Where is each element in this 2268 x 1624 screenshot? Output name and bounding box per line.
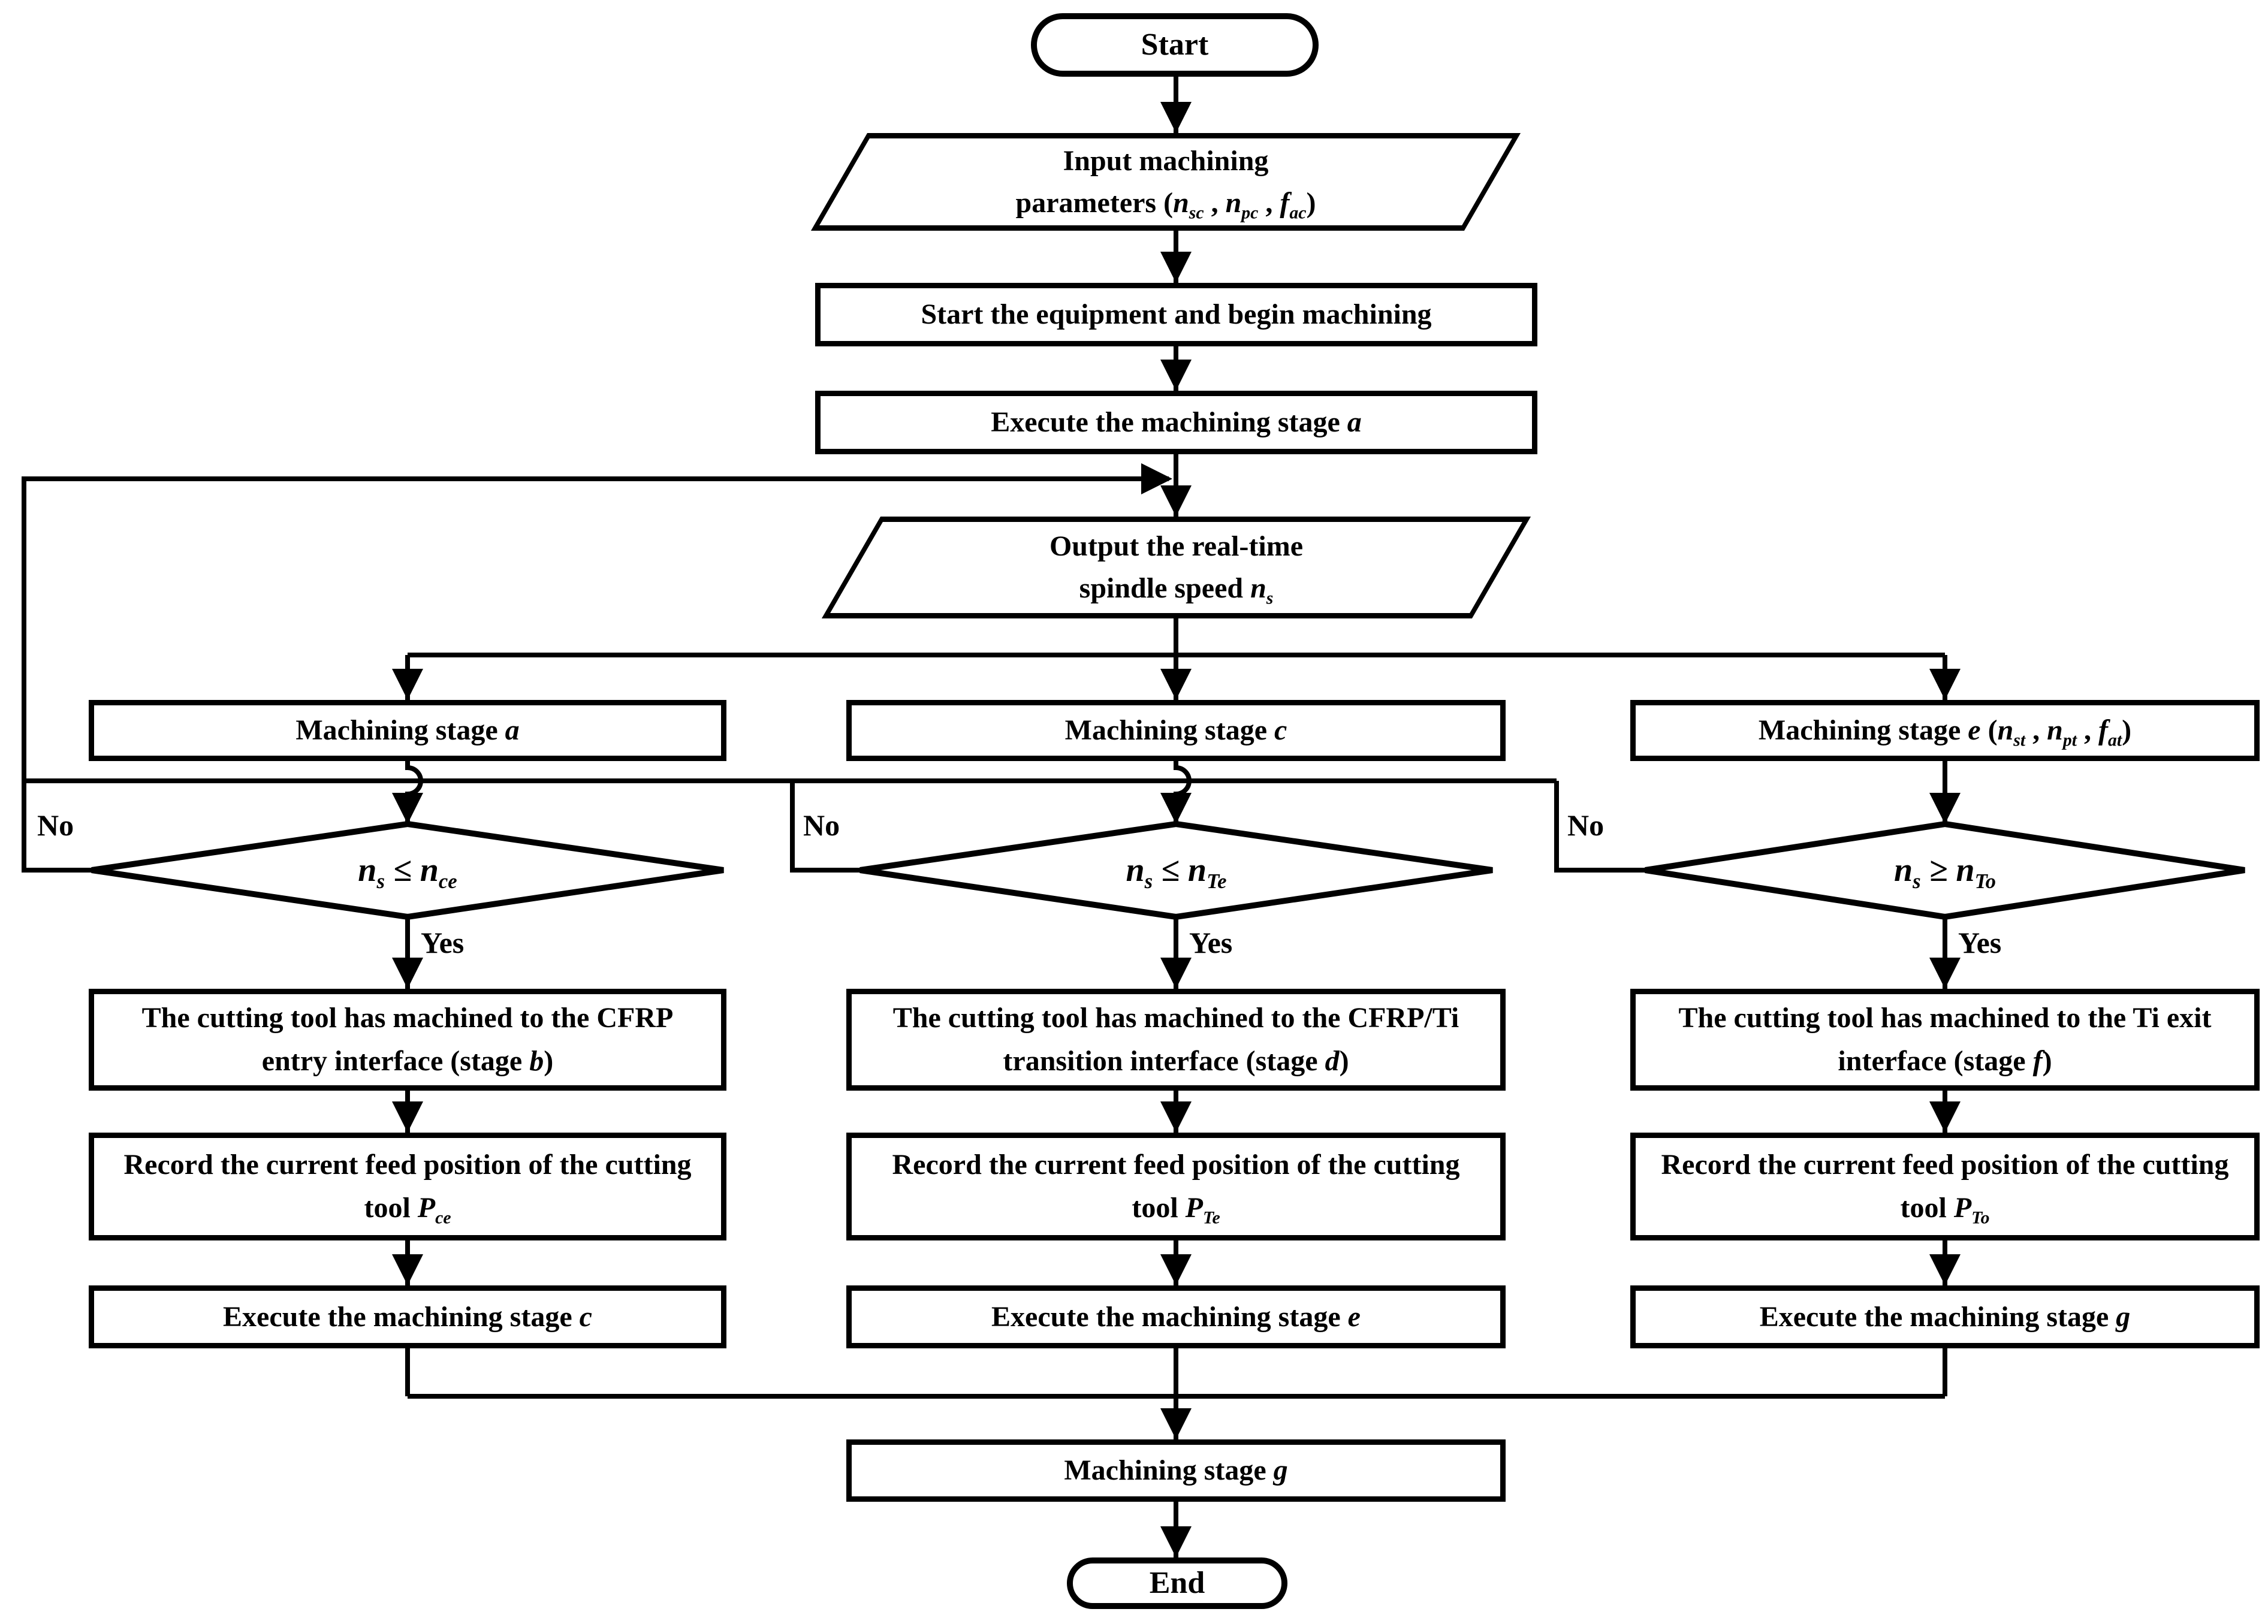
node-execute-stage-a: Execute the machining stage a xyxy=(815,391,1537,454)
decision-ns-nte: ns ≤ nTe xyxy=(860,824,1492,916)
node-cfrp-ti-transition-interface: The cutting tool has machined to the CFR… xyxy=(846,989,1506,1091)
record-pte-label: Record the current feed position of the … xyxy=(892,1149,1460,1228)
node-start: Start xyxy=(1031,13,1319,77)
node-record-pto: Record the current feed position of the … xyxy=(1630,1133,2260,1240)
end-label: End xyxy=(1149,1566,1205,1600)
node-machining-stage-a: Machining stage a xyxy=(89,700,726,761)
execute-stage-a-label: Execute the machining stage a xyxy=(991,406,1362,438)
execute-stage-c-label: Execute the machining stage c xyxy=(223,1300,592,1333)
node-machining-stage-c: Machining stage c xyxy=(846,700,1506,761)
label-no-mid: No xyxy=(803,808,840,842)
output-spindle-text: Output the real-time spindle speed ns xyxy=(851,517,1501,618)
decision-ns-nce: ns ≤ nce xyxy=(92,824,723,916)
arrowheads xyxy=(392,102,1961,1557)
output-line1: Output the real-time xyxy=(1049,530,1304,563)
label-no-right: No xyxy=(1567,808,1605,842)
label-yes-mid: Yes xyxy=(1189,926,1233,959)
execute-stage-e-label: Execute the machining stage e xyxy=(991,1300,1361,1333)
node-output-spindle-speed: Output the real-time spindle speed ns xyxy=(821,517,1531,618)
execute-stage-g-label: Execute the machining stage g xyxy=(1759,1300,2131,1333)
node-record-pte: Record the current feed position of the … xyxy=(846,1133,1506,1240)
cfrp-ti-transition-label: The cutting tool has machined to the CFR… xyxy=(892,1002,1459,1077)
node-ti-exit-interface: The cutting tool has machined to the Ti … xyxy=(1630,989,2260,1091)
node-input-parameters: Input machining parameters (nsc , npc , … xyxy=(810,133,1521,231)
connector-merge-line xyxy=(405,1348,1947,1399)
label-no-left: No xyxy=(37,808,74,842)
input-line1: Input machining xyxy=(1063,144,1269,177)
node-execute-stage-c: Execute the machining stage c xyxy=(89,1285,726,1348)
input-line2: parameters (nsc , npc , fac) xyxy=(1015,186,1316,223)
decision-ns-nto-expr: ns ≥ nTo xyxy=(1894,852,1996,893)
machining-stage-c-label: Machining stage c xyxy=(1064,714,1287,746)
node-execute-stage-e: Execute the machining stage e xyxy=(846,1285,1506,1348)
decision-ns-nto: ns ≥ nTo xyxy=(1645,824,2245,916)
connector-no-feedback-loop xyxy=(22,476,1645,873)
machining-stage-a-label: Machining stage a xyxy=(295,714,520,746)
record-pce-label: Record the current feed position of the … xyxy=(123,1149,692,1228)
decision-ns-nce-expr: ns ≤ nce xyxy=(358,852,457,893)
ti-exit-interface-label: The cutting tool has machined to the Ti … xyxy=(1678,1002,2212,1077)
decision-ns-nte-expr: ns ≤ nTe xyxy=(1126,852,1227,893)
machining-stage-e-label: Machining stage e (nst , npt , fat) xyxy=(1758,714,2132,750)
start-equipment-label: Start the equipment and begin machining xyxy=(921,298,1432,330)
decision-diamond-right xyxy=(1645,820,2245,920)
label-yes-right: Yes xyxy=(1958,926,2002,959)
node-machining-stage-g: Machining stage g xyxy=(846,1439,1506,1502)
input-parameters-text: Input machining parameters (nsc , npc , … xyxy=(839,133,1492,231)
node-cfrp-entry-interface: The cutting tool has machined to the CFR… xyxy=(89,989,726,1091)
node-record-pce: Record the current feed position of the … xyxy=(89,1133,726,1240)
output-line2: spindle speed ns xyxy=(1079,572,1274,608)
start-label: Start xyxy=(1141,28,1209,62)
node-machining-stage-e: Machining stage e (nst , npt , fat) xyxy=(1630,700,2260,761)
record-pto-label: Record the current feed position of the … xyxy=(1661,1149,2229,1228)
decision-diamond-mid xyxy=(859,820,1493,920)
node-end: End xyxy=(1067,1557,1287,1609)
decision-diamond-left xyxy=(91,820,724,920)
decision-diamonds xyxy=(91,820,2245,920)
node-start-equipment: Start the equipment and begin machining xyxy=(815,283,1537,346)
node-execute-stage-g: Execute the machining stage g xyxy=(1630,1285,2260,1348)
cfrp-entry-interface-label: The cutting tool has machined to the CFR… xyxy=(141,1002,674,1077)
machining-stage-g-label: Machining stage g xyxy=(1064,1454,1288,1486)
label-yes-left: Yes xyxy=(421,926,465,959)
